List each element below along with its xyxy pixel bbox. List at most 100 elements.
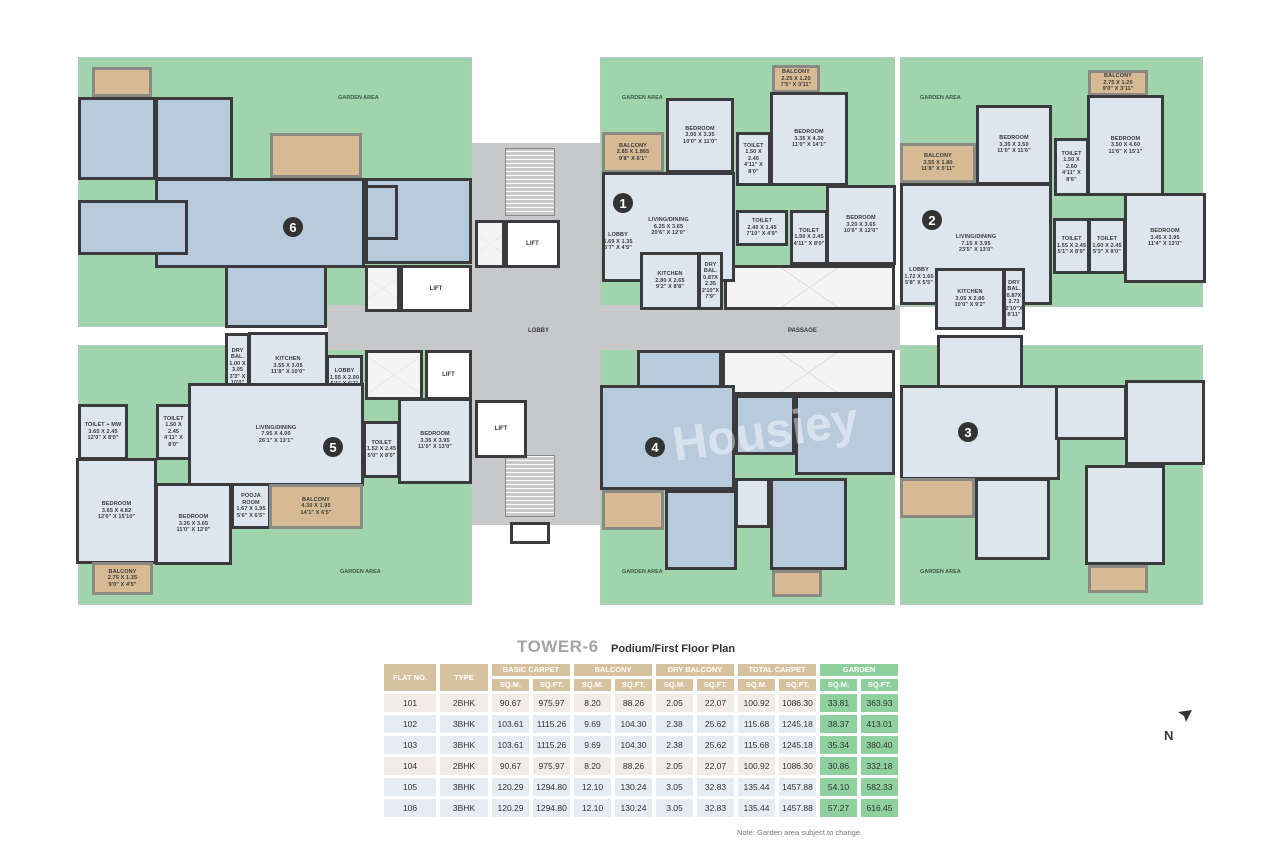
room-dim-m: 1.50 X 2.45 bbox=[745, 149, 762, 162]
type-cell: 3BHK bbox=[440, 736, 488, 754]
room bbox=[900, 385, 1060, 480]
area-cell: 100.92 bbox=[738, 694, 775, 712]
area-cell: 380.40 bbox=[861, 736, 898, 754]
area-cell: 3.05 bbox=[656, 778, 693, 796]
room-dim-ft: 2'10"X 7'9" bbox=[701, 287, 720, 301]
room-dim-ft: 4'11" X 8'0" bbox=[744, 162, 763, 175]
room-name: KITCHEN bbox=[657, 271, 683, 278]
area-cell: 1245.18 bbox=[779, 715, 816, 733]
room bbox=[155, 97, 233, 180]
room bbox=[1085, 465, 1165, 565]
room-name: LOBBY bbox=[334, 368, 355, 375]
area-cell: 332.18 bbox=[861, 757, 898, 775]
room-dim-ft: 7'5" X 3'11" bbox=[780, 82, 812, 89]
room-name: TOILET bbox=[751, 218, 773, 225]
room-dim-m: 0.87X 2.73 bbox=[1006, 292, 1022, 306]
balcony bbox=[92, 67, 152, 97]
staircase bbox=[505, 148, 555, 216]
room-name: BEDROOM bbox=[1150, 228, 1180, 235]
area-cell: 413.01 bbox=[861, 715, 898, 733]
garden-area-label: GARDEN AREA bbox=[920, 95, 961, 101]
room-name: BEDROOM bbox=[794, 129, 824, 136]
lift: LIFT bbox=[400, 265, 472, 312]
area-cell: 2.38 bbox=[656, 736, 693, 754]
area-cell: 616.45 bbox=[861, 799, 898, 817]
area-cell: 130.24 bbox=[615, 778, 652, 796]
room-dim-m: 1.50 X 2.45 bbox=[165, 422, 182, 435]
room-name: TOILET + MW bbox=[84, 422, 122, 429]
room-dim-m: 2.75 X 1.35 bbox=[107, 575, 138, 582]
room bbox=[78, 97, 156, 180]
staircase bbox=[505, 455, 555, 517]
area-cell: 35.34 bbox=[820, 736, 857, 754]
room-dim-ft: 4'11" X 8'0" bbox=[793, 240, 825, 247]
lift: LIFT bbox=[425, 350, 472, 400]
room-dim-ft: 2'10"X 8'11" bbox=[1005, 305, 1023, 319]
room-dim-ft: 3'3" X 10'0" bbox=[229, 373, 246, 387]
flat-no-cell: 103 bbox=[384, 736, 436, 754]
area-cell: 2.05 bbox=[656, 757, 693, 775]
area-cell: 25.62 bbox=[697, 736, 734, 754]
room-name: DRY BAL. bbox=[703, 261, 718, 275]
room-dim-m: 7.95 X 4.00 bbox=[261, 431, 291, 438]
room-name: BALCONY bbox=[302, 496, 330, 503]
header-dry-balcony: DRY BALCONY bbox=[656, 664, 734, 676]
room-name: BEDROOM bbox=[178, 514, 209, 521]
area-cell: 1294.80 bbox=[533, 799, 570, 817]
room bbox=[735, 478, 770, 528]
room-name: BALCONY bbox=[782, 69, 810, 76]
area-cell: 975.97 bbox=[533, 694, 570, 712]
area-cell: 88.26 bbox=[615, 694, 652, 712]
room-dim-m: 1.50 X 2.60 bbox=[1063, 157, 1080, 170]
garden-area-label: GARDEN AREA bbox=[920, 569, 961, 575]
duct bbox=[475, 220, 505, 268]
room-dim-ft: 5'7" X 4'5" bbox=[604, 245, 632, 252]
room-dim-ft: 5'0" X 8'0" bbox=[367, 452, 396, 459]
room-name: LIVING/DINING bbox=[255, 424, 297, 431]
area-cell: 1245.18 bbox=[779, 736, 816, 754]
area-cell: 1457.88 bbox=[779, 778, 816, 796]
room-name: BALCONY bbox=[1104, 73, 1132, 80]
garden-area-label: GARDEN AREA bbox=[622, 569, 663, 575]
room-name: TOILET bbox=[163, 415, 184, 422]
area-cell: 120.29 bbox=[492, 799, 529, 817]
passage-label: PASSAGE bbox=[788, 328, 817, 334]
area-cell: 9.69 bbox=[574, 736, 611, 754]
room-dim-ft: 11'0" X 13'0" bbox=[418, 444, 452, 451]
room-name: BEDROOM bbox=[999, 135, 1029, 142]
flat-no-cell: 106 bbox=[384, 799, 436, 817]
room-dim-ft: 20'6" X 12'0" bbox=[651, 230, 686, 237]
room-dim-m: 2.80 X 2.65 bbox=[655, 277, 685, 284]
flat-no-cell: 104 bbox=[384, 757, 436, 775]
flat-no-cell: 101 bbox=[384, 694, 436, 712]
room-dim-m: 7.15 X 3.95 bbox=[961, 240, 991, 247]
room-dim-ft: 5'3" X 8'0" bbox=[1093, 249, 1121, 256]
area-cell: 57.27 bbox=[820, 799, 857, 817]
room-name: TOILET bbox=[1061, 236, 1082, 243]
room-name: BALCONY bbox=[924, 153, 952, 160]
room-dim-ft: 10'0" X 9'2" bbox=[954, 302, 986, 309]
room-dim-m: 0.87X 2.35 bbox=[703, 274, 718, 288]
room-name: KITCHEN bbox=[275, 356, 301, 363]
balcony bbox=[1088, 565, 1148, 593]
area-cell: 1086.30 bbox=[779, 694, 816, 712]
area-cell: 25.62 bbox=[697, 715, 734, 733]
type-cell: 2BHK bbox=[440, 694, 488, 712]
area-cell: 135.44 bbox=[738, 778, 775, 796]
area-cell: 33.81 bbox=[820, 694, 857, 712]
